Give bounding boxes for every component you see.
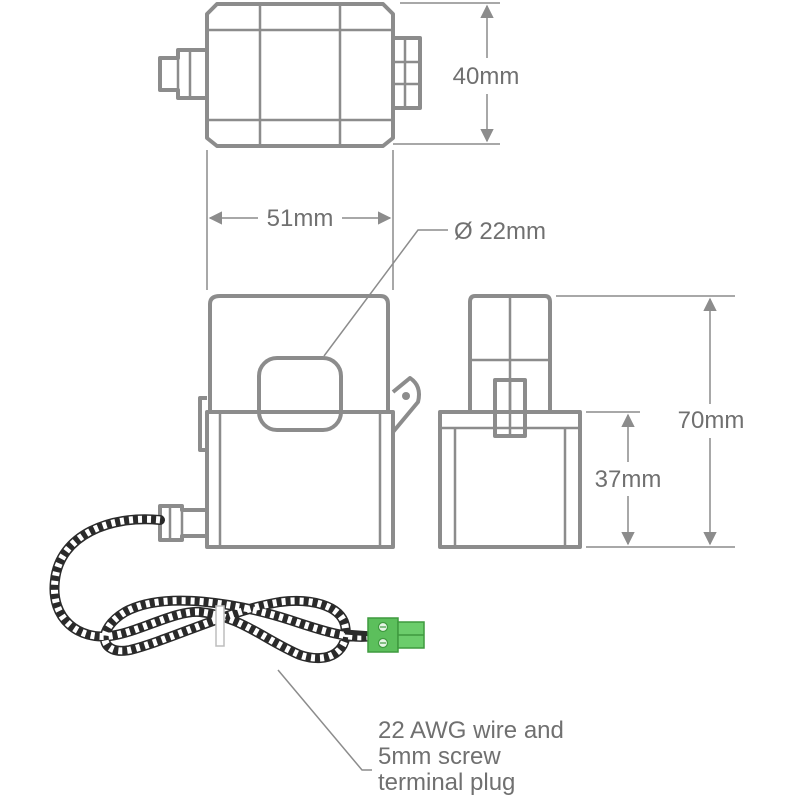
dim-40mm: 40mm: [393, 2, 536, 145]
dim-label-height-top: 40mm: [453, 63, 520, 90]
dim-70mm: 70mm: [556, 295, 758, 548]
twisted-wire: [49, 514, 377, 664]
note-line-1: 22 AWG wire and: [378, 717, 564, 744]
side-view: [438, 294, 582, 549]
aperture-leader: Ø 22mm: [323, 218, 546, 357]
dim-label-aperture: Ø 22mm: [454, 218, 546, 245]
wire-leader: 22 AWG wire and 5mm screw terminal plug: [277, 669, 564, 796]
aperture-hole: [257, 356, 343, 432]
note-line-3: terminal plug: [378, 769, 515, 796]
top-view: [158, 2, 422, 148]
dim-label-base-height: 37mm: [595, 466, 662, 493]
cable-tie: [215, 605, 225, 647]
note-line-2: 5mm screw: [378, 743, 501, 770]
dim-37mm: 37mm: [582, 411, 674, 546]
dim-label-total-height: 70mm: [678, 407, 745, 434]
dim-51mm: 51mm: [206, 150, 394, 290]
dim-label-width: 51mm: [267, 205, 334, 232]
front-view: [158, 294, 421, 549]
terminal-plug: [367, 617, 425, 653]
